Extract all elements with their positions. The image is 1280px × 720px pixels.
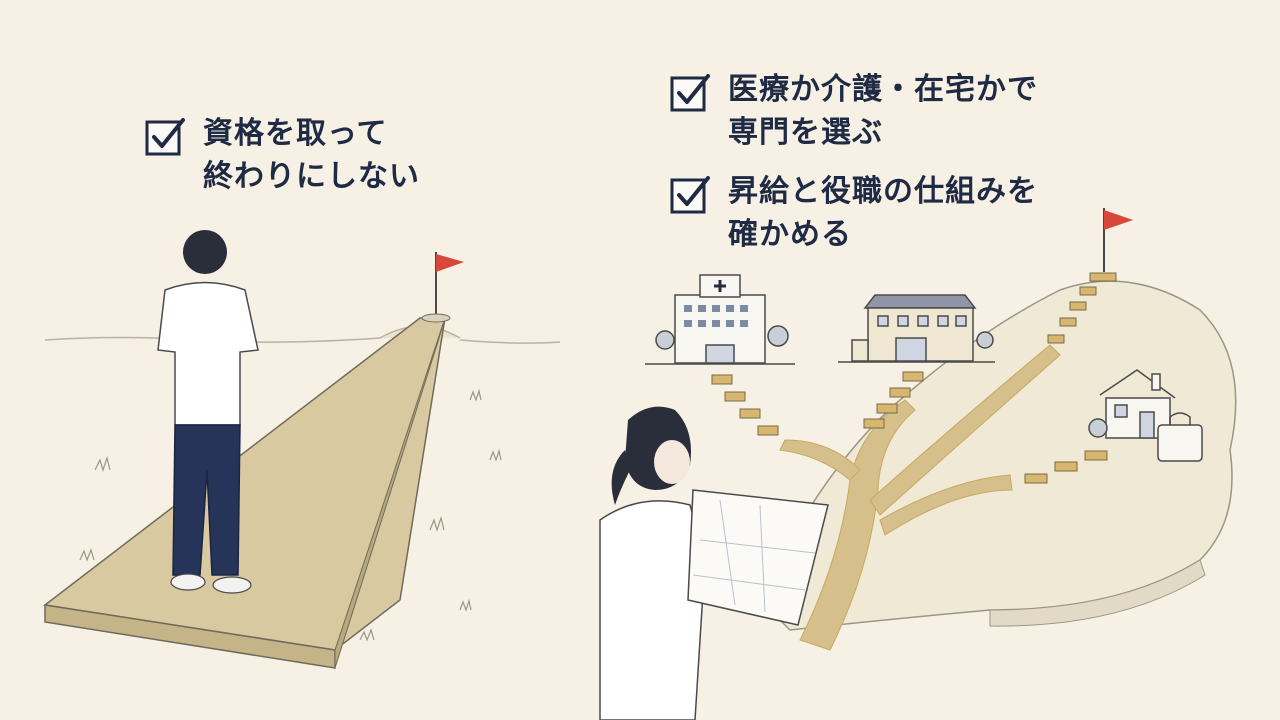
grass-tufts-left (79, 388, 502, 642)
checkbox-checked-icon (145, 118, 185, 156)
man-figure (157, 230, 259, 594)
branching-path (779, 344, 1061, 651)
hospital-icon (645, 274, 795, 365)
map-icon (687, 489, 829, 626)
straight-path (43, 317, 446, 651)
steps (711, 272, 1117, 484)
checklist-item-text: 昇給と役職の仕組みを 確かめる (728, 170, 1038, 256)
bag-icon (1157, 412, 1203, 462)
checklist-line: 確かめる (728, 217, 852, 252)
checklist-line: 医療か介護・在宅かで (728, 72, 1038, 107)
checklist-line: 昇給と役職の仕組みを (728, 174, 1038, 209)
woman-figure (599, 406, 706, 720)
care-facility-icon (838, 294, 995, 363)
horizon-line-left-2 (459, 339, 561, 344)
checklist-item-left: 資格を取って 終わりにしない (145, 112, 420, 198)
checklist-item-text: 医療か介護・在宅かで 専門を選ぶ (728, 68, 1038, 154)
checklist-item-right-1: 医療か介護・在宅かで 専門を選ぶ (670, 68, 1038, 154)
right-plateau-edge (989, 559, 1206, 627)
checklist-line: 終わりにしない (203, 159, 420, 194)
straight-path-side (334, 317, 446, 669)
checkbox-checked-icon (670, 176, 710, 214)
red-flag-icon (436, 254, 464, 272)
checklist-line: 資格を取って (203, 116, 388, 151)
checklist-item-text: 資格を取って 終わりにしない (203, 112, 420, 198)
red-flag-icon-right (1104, 210, 1133, 230)
checkbox-checked-icon (670, 74, 710, 112)
checklist-line: 専門を選ぶ (728, 115, 883, 150)
checklist-item-right-2: 昇給と役職の仕組みを 確かめる (670, 170, 1038, 256)
